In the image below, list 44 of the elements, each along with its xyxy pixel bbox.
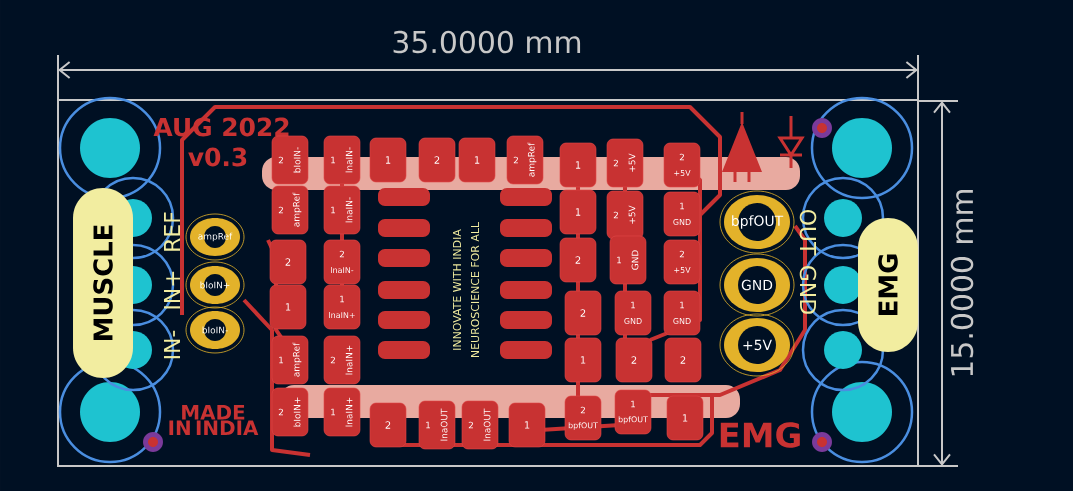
through-hole-pad: +5V [719, 313, 795, 377]
smd-pad: 2 ampRef [506, 135, 544, 185]
smd-pad: 2 ampRef [271, 185, 309, 235]
smd-pad: 1 GND [609, 235, 647, 285]
silkscreen-text: EMG [720, 422, 800, 448]
smd-pad: 2 bIoIN- [271, 135, 309, 185]
silkscreen-text: IN- [164, 330, 180, 359]
silkscreen-text: IN+ [164, 271, 180, 309]
smd-pad: 2 lnaIN+ [323, 335, 361, 385]
silkscreen-text: OUT [799, 209, 817, 256]
smd-pad: 1 [666, 395, 704, 441]
smd-pad: 2 [418, 137, 456, 183]
smd-pad: 2 [615, 337, 653, 383]
smd-pad: 1 [559, 142, 597, 188]
smd-pad: 1 lnaIN+ [323, 387, 361, 437]
silkscreen-text: MADE IN INDIA [169, 405, 259, 435]
smd-pad: 2 [564, 290, 602, 336]
smd-pad: 2 [369, 402, 407, 448]
smd-pad: 1 [508, 402, 546, 448]
silkscreen-text: GND [799, 266, 817, 314]
smd-pad: 2 [559, 237, 597, 283]
smd-pad: 2 bIoIN+ [271, 387, 309, 437]
dimension-text: 35.0000 mm [393, 30, 581, 54]
connector-label: MUSCLE [73, 188, 133, 378]
smd-pad: 1 [369, 137, 407, 183]
smd-pad: 2 lnaOUT [461, 400, 499, 450]
smd-pad: 1 [559, 189, 597, 235]
silkscreen-text: INNOVATE WITH INDIA [452, 229, 462, 350]
silkscreen-text: v0.3 [188, 147, 247, 167]
smd-pad: 1 [269, 284, 307, 330]
smd-pad: 1 [458, 137, 496, 183]
smd-pad: 1 [564, 337, 602, 383]
silkscreen-text: REF [164, 212, 180, 251]
silkscreen-text: NEUROSCIENCE FOR ALL [470, 222, 480, 357]
smd-pad: 1 lnaIN- [323, 135, 361, 185]
smd-pad: 2 [664, 337, 702, 383]
dimension-text: 15.0000 mm [950, 189, 974, 376]
smd-pad: 2 [269, 239, 307, 285]
through-hole-pad: GND [719, 253, 795, 317]
smd-pad: 1 lnaIN- [323, 185, 361, 235]
smd-pad: 2 +5V [606, 190, 644, 240]
smd-pad: 1 lnaOUT [418, 400, 456, 450]
smd-pad: 2 +5V [606, 138, 644, 188]
smd-pad: 1 ampRef [271, 335, 309, 385]
